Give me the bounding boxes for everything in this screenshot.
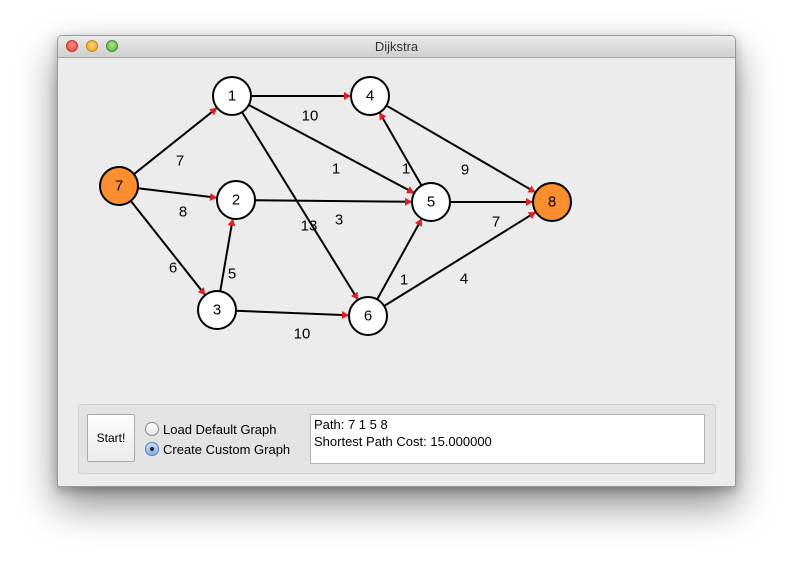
graph-node-2[interactable]: 2 xyxy=(216,180,256,220)
edge-1-5 xyxy=(248,104,415,194)
edge-weight-1-6: 13 xyxy=(301,218,318,235)
arrowhead-4-8 xyxy=(527,185,536,193)
arrowhead-2-5 xyxy=(404,197,413,206)
arrowhead-1-5 xyxy=(406,186,415,194)
edge-weight-7-1: 7 xyxy=(176,153,184,170)
edge-2-5 xyxy=(254,199,413,203)
create-custom-graph-label: Create Custom Graph xyxy=(163,441,291,457)
edge-weight-5-4: 1 xyxy=(402,161,410,178)
graph-node-4[interactable]: 4 xyxy=(350,76,390,116)
node-label-1: 1 xyxy=(228,88,236,105)
edge-weight-7-3: 6 xyxy=(169,260,177,277)
arrowhead-7-2 xyxy=(209,192,218,201)
control-panel: Start! Load Default Graph Create Custom … xyxy=(78,404,716,474)
edge-5-4 xyxy=(378,111,423,187)
edge-6-8 xyxy=(383,211,537,307)
node-circle-8[interactable] xyxy=(532,182,572,222)
arrowhead-6-8 xyxy=(527,212,536,220)
edge-weight-6-8: 4 xyxy=(460,271,468,288)
arrowhead-5-4 xyxy=(379,112,387,121)
result-output[interactable]: Path: 7 1 5 8 Shortest Path Cost: 15.000… xyxy=(310,414,705,464)
edge-7-1 xyxy=(133,107,218,175)
edge-3-2 xyxy=(219,218,234,292)
node-label-6: 6 xyxy=(364,308,372,325)
edge-weight-5-8: 7 xyxy=(492,214,500,231)
edge-weight-3-2: 5 xyxy=(228,266,236,283)
edges-layer xyxy=(129,92,537,319)
edge-weight-3-6: 10 xyxy=(294,326,311,343)
node-label-7: 7 xyxy=(115,178,123,195)
edge-weight-1-4: 10 xyxy=(302,108,319,125)
node-circle-1[interactable] xyxy=(212,76,252,116)
load-default-graph-radio[interactable] xyxy=(145,422,159,436)
window-title: Dijkstra xyxy=(374,39,419,54)
graph-node-7[interactable]: 7 xyxy=(99,166,139,206)
node-circle-4[interactable] xyxy=(350,76,390,116)
graph-node-1[interactable]: 1 xyxy=(212,76,252,116)
start-button[interactable]: Start! xyxy=(87,414,135,462)
node-label-4: 4 xyxy=(366,88,374,105)
edge-weight-1-5: 1 xyxy=(332,161,340,178)
edge-1-6 xyxy=(241,111,359,301)
create-custom-graph-radio[interactable] xyxy=(145,442,159,456)
node-label-3: 3 xyxy=(213,302,221,319)
arrowhead-1-4 xyxy=(344,92,351,100)
node-label-8: 8 xyxy=(548,194,556,211)
node-circle-7[interactable] xyxy=(99,166,139,206)
zoom-window-icon[interactable] xyxy=(106,40,118,52)
node-circle-3[interactable] xyxy=(197,290,237,330)
minimize-window-icon[interactable] xyxy=(86,40,98,52)
node-circle-5[interactable] xyxy=(411,182,451,222)
graph-node-6[interactable]: 6 xyxy=(348,296,388,336)
create-custom-graph-option[interactable]: Create Custom Graph xyxy=(145,440,290,458)
arrowhead-3-6 xyxy=(341,310,350,319)
edge-4-8 xyxy=(385,104,537,194)
title-bar: Dijkstra xyxy=(58,36,735,58)
edge-weight-2-5: 3 xyxy=(335,212,343,229)
edge-weight-6-5: 1 xyxy=(400,272,408,289)
nodes-layer: 1 2 3 4 5 6 7 8 xyxy=(99,76,572,336)
path-cost-text: Shortest Path Cost: 15.000000 xyxy=(314,434,492,449)
node-circle-6[interactable] xyxy=(348,296,388,336)
graph-node-5[interactable]: 5 xyxy=(411,182,451,222)
arrowhead-7-1 xyxy=(209,107,218,116)
edge-7-3 xyxy=(129,200,207,296)
edge-6-5 xyxy=(376,218,423,300)
arrowhead-5-8 xyxy=(526,198,533,206)
graph-node-3[interactable]: 3 xyxy=(197,290,237,330)
arrowhead-1-6 xyxy=(350,291,359,300)
node-label-2: 2 xyxy=(232,192,240,209)
load-default-graph-option[interactable]: Load Default Graph xyxy=(145,420,276,438)
arrowhead-7-3 xyxy=(197,287,206,296)
graph-node-8[interactable]: 8 xyxy=(532,182,572,222)
arrowhead-3-2 xyxy=(227,218,236,227)
arrowhead-6-5 xyxy=(414,218,422,227)
load-default-graph-label: Load Default Graph xyxy=(163,421,277,437)
edge-3-6 xyxy=(235,309,350,317)
node-circle-2[interactable] xyxy=(216,180,256,220)
edge-weight-7-2: 8 xyxy=(179,204,187,221)
node-label-5: 5 xyxy=(427,194,435,211)
close-window-icon[interactable] xyxy=(66,40,78,52)
edge-7-2 xyxy=(137,187,218,199)
path-text: Path: 7 1 5 8 xyxy=(314,417,388,432)
edge-weight-4-8: 9 xyxy=(461,162,469,179)
